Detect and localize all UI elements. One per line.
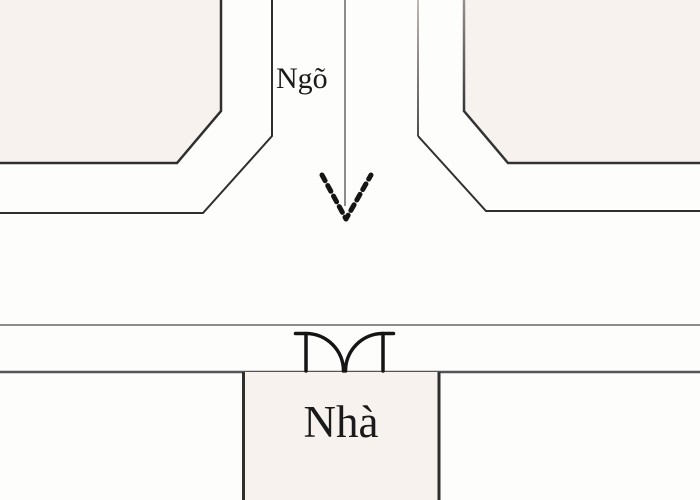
house-interior (243, 372, 439, 500)
alley-arrow-head (319, 172, 374, 222)
alley-arrow-icon (319, 0, 374, 222)
house-label: Nhà (303, 397, 379, 447)
alley-label: Ngõ (276, 62, 328, 95)
door-left-swing-arc (304, 331, 346, 373)
house-door-icon (293, 331, 396, 373)
door-right-swing-arc (343, 331, 385, 373)
block-top-right-outer-edge (417, 135, 700, 212)
block-top-left (0, 0, 223, 165)
door-left-jamb (293, 331, 308, 373)
block-top-right (462, 0, 700, 165)
door-right-jamb (381, 331, 396, 373)
block-top-left-outer-edge (0, 0, 273, 214)
